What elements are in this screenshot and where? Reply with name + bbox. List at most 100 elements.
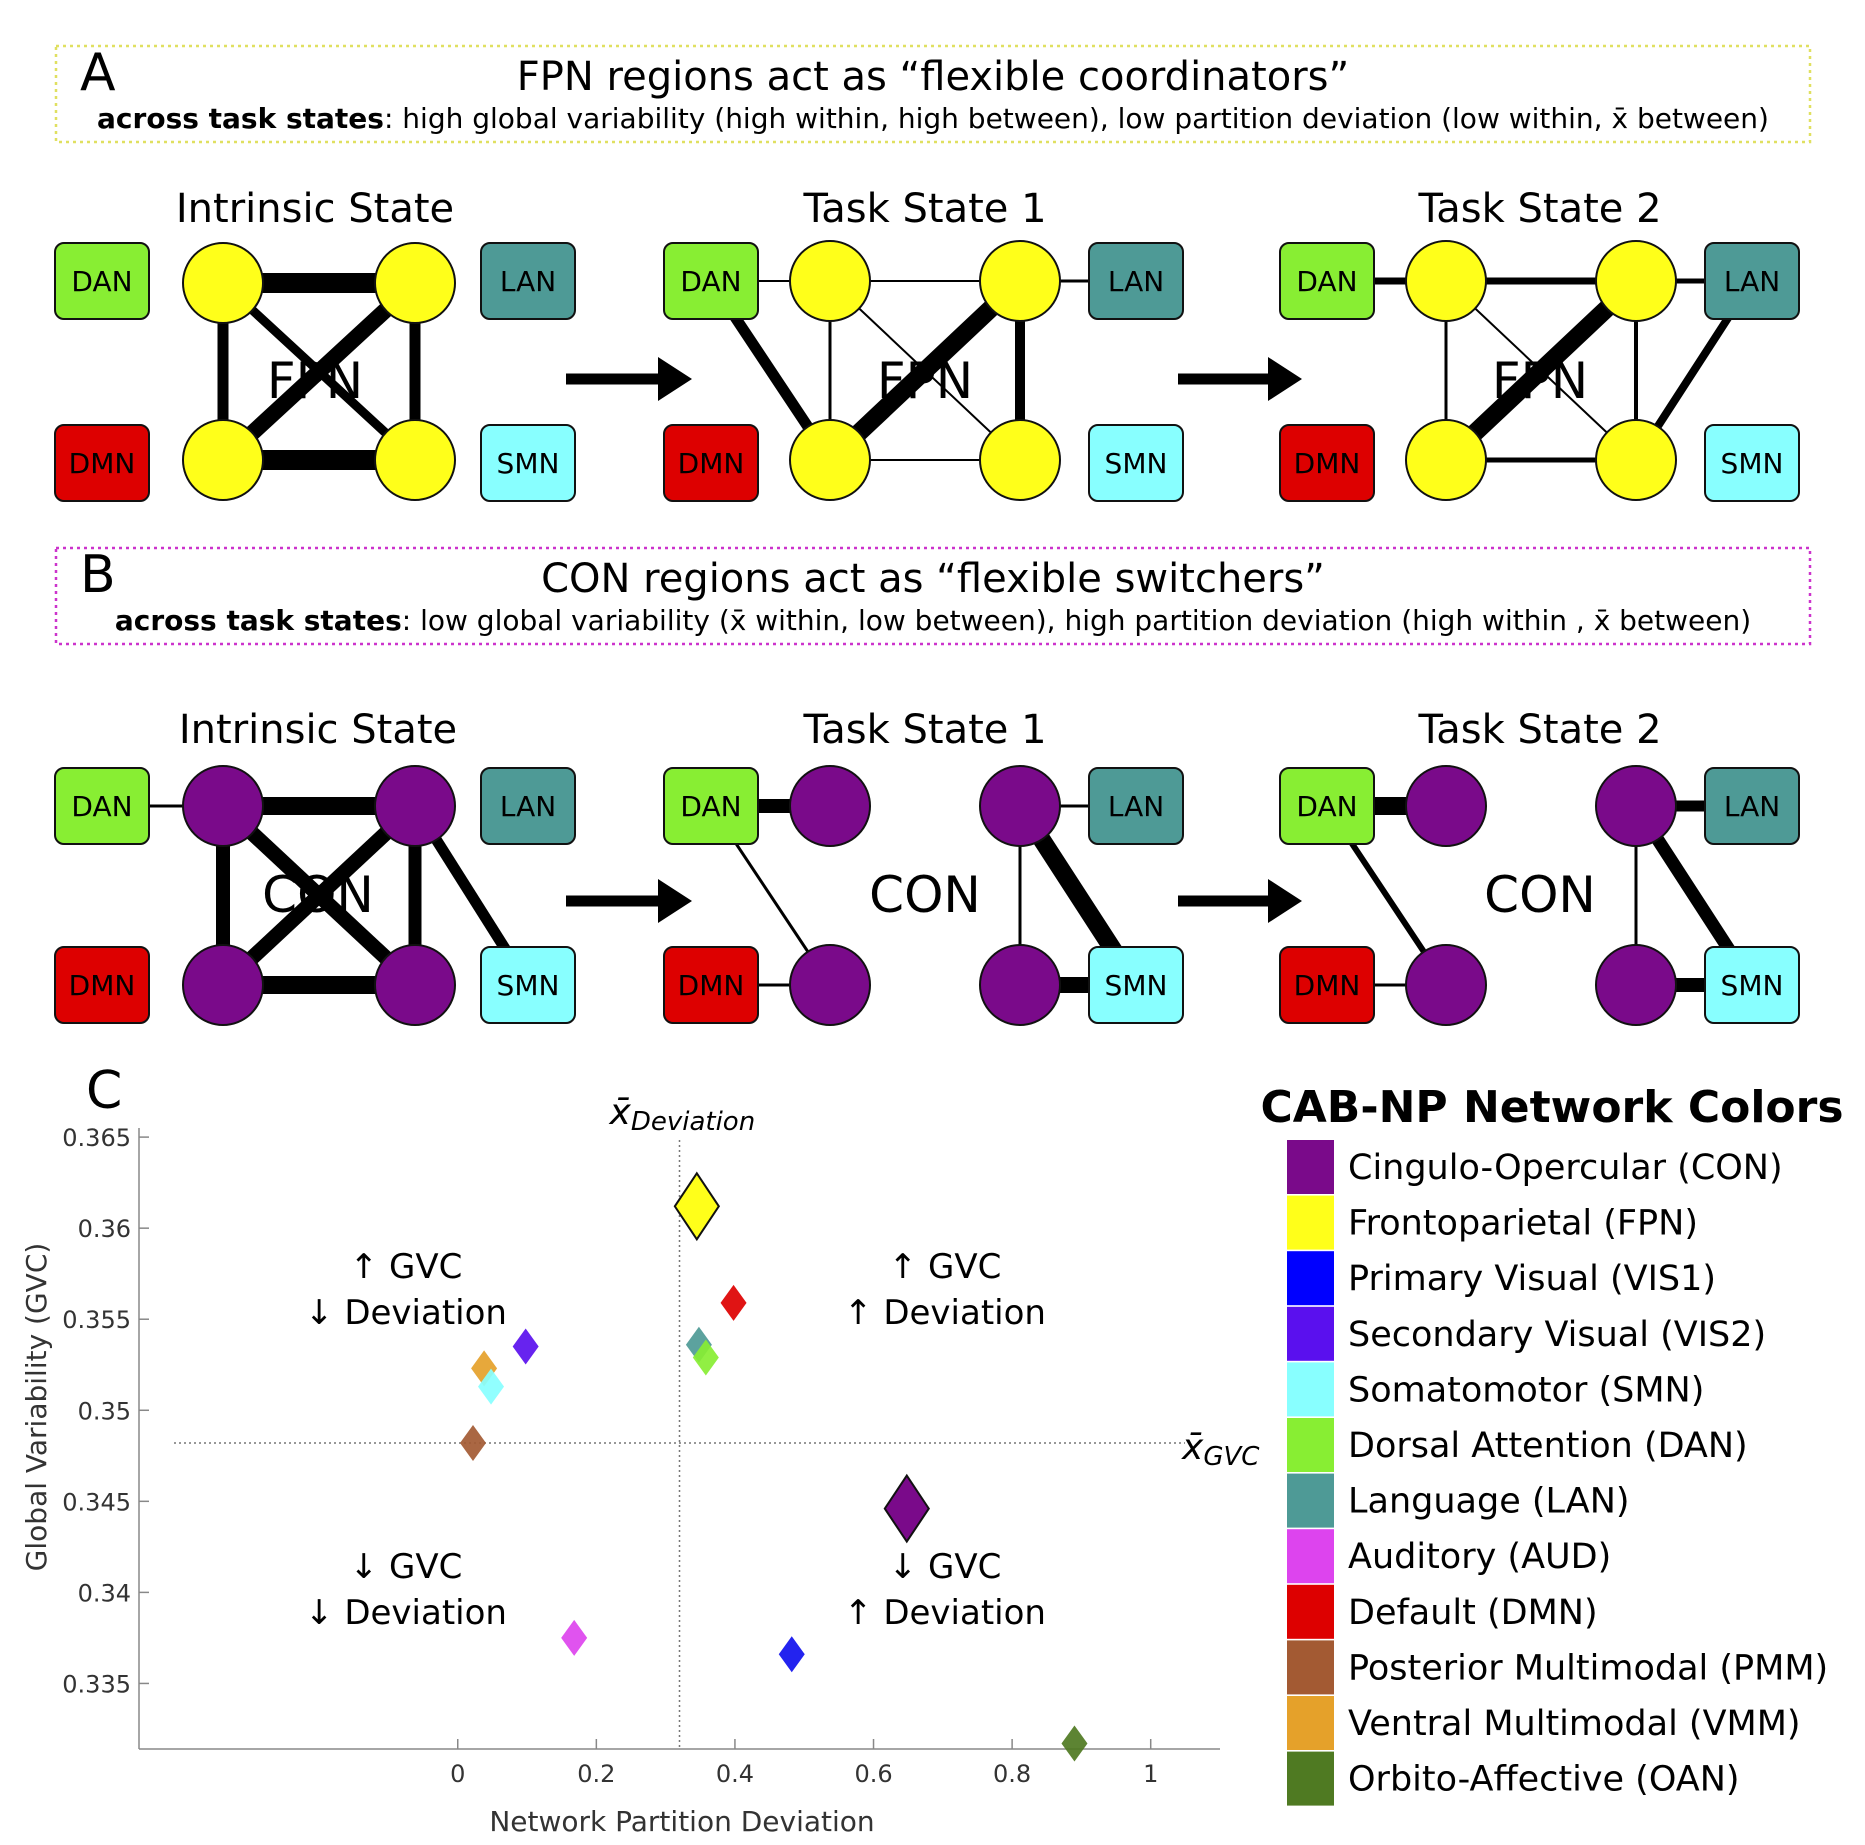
state-title: Task State 1 — [802, 707, 1046, 753]
legend-swatch — [1287, 1362, 1334, 1417]
y-tick-label: 0.335 — [62, 1670, 131, 1698]
state-arrow-head — [1268, 357, 1302, 401]
network-box-dmn: DMN — [54, 424, 150, 502]
panel-subtitle-bold: across task states — [97, 102, 384, 135]
network-box-label: DAN — [71, 790, 132, 823]
quadrant-label: ↑ GVC — [350, 1247, 463, 1287]
region-node — [1405, 765, 1487, 847]
state-arrow-head — [1268, 879, 1302, 923]
network-center-label: FPN — [877, 352, 973, 410]
network-box-rect — [1088, 946, 1184, 1024]
network-box-label: LAN — [1108, 790, 1164, 823]
network-center-label: FPN — [267, 352, 363, 410]
panel-subtitle: across task states: high global variabil… — [97, 102, 1769, 135]
data-point-dan — [692, 1339, 719, 1376]
region-node — [374, 944, 456, 1026]
region-node — [1405, 944, 1487, 1026]
mean-gvc-symbol: x̄ — [1181, 1427, 1204, 1468]
legend-swatch — [1287, 1584, 1334, 1639]
network-box-dmn: DMN — [54, 946, 150, 1024]
x-tick-label: 0.8 — [993, 1760, 1031, 1788]
legend-swatch — [1287, 1251, 1334, 1306]
network-box-dmn: DMN — [1279, 946, 1375, 1024]
network-box-rect — [480, 767, 576, 845]
mean-deviation-label: x̄Deviation — [609, 1092, 756, 1137]
data-point-oan — [1061, 1725, 1088, 1762]
network-box-rect — [480, 424, 576, 502]
network-box-lan: LAN — [1088, 767, 1184, 845]
network-box-rect — [1279, 946, 1375, 1024]
network-center-label: CON — [262, 866, 374, 924]
network-box-rect — [1088, 242, 1184, 320]
network-box-label: LAN — [500, 790, 556, 823]
panel-letter: B — [80, 545, 116, 605]
region-node — [182, 242, 264, 324]
state-arrow-head — [658, 357, 692, 401]
network-box-smn: SMN — [1704, 946, 1800, 1024]
network-box-rect — [54, 946, 150, 1024]
panel-b-box — [54, 546, 1812, 646]
network-box-smn: SMN — [1704, 424, 1800, 502]
panel-subtitle-bold: across task states — [115, 604, 402, 637]
legend-label: Primary Visual (VIS1) — [1348, 1259, 1716, 1299]
network-box-dan: DAN — [1279, 242, 1375, 320]
mean-gvc-subscript: GVC — [1203, 1442, 1260, 1472]
data-point-pmm — [460, 1425, 487, 1462]
data-point-vis2 — [512, 1328, 539, 1365]
region-node — [1595, 765, 1677, 847]
network-box-label: DAN — [1296, 790, 1357, 823]
mean-deviation-symbol: x̄ — [609, 1092, 632, 1133]
panel-title: CON regions act as “flexible switchers” — [541, 556, 1325, 602]
y-tick-label: 0.36 — [78, 1215, 131, 1243]
network-box-label: LAN — [1724, 265, 1780, 298]
legend-label: Cingulo-Opercular (CON) — [1348, 1148, 1783, 1188]
network-box-rect — [1704, 242, 1800, 320]
region-node — [1595, 419, 1677, 501]
network-box-dan: DAN — [663, 767, 759, 845]
region-node — [979, 765, 1061, 847]
state-title: Task State 1 — [802, 186, 1046, 232]
region-node — [374, 242, 456, 324]
panel-subtitle: across task states: low global variabili… — [115, 604, 1751, 637]
panel-letter: C — [86, 1061, 122, 1121]
state-title: Intrinsic State — [179, 707, 457, 753]
network-box-dan: DAN — [1279, 767, 1375, 845]
y-tick-label: 0.35 — [78, 1397, 131, 1425]
legend-label: Secondary Visual (VIS2) — [1348, 1315, 1766, 1355]
network-box-lan: LAN — [480, 767, 576, 845]
region-node — [789, 419, 871, 501]
network-center-label: FPN — [1492, 352, 1588, 410]
network-box-label: SMN — [1105, 447, 1168, 480]
legend-label: Auditory (AUD) — [1348, 1537, 1611, 1577]
network-box-rect — [1704, 767, 1800, 845]
network-box-lan: LAN — [1704, 242, 1800, 320]
mean-deviation-subscript: Deviation — [631, 1107, 755, 1137]
network-box-rect — [54, 242, 150, 320]
legend-swatch — [1287, 1306, 1334, 1361]
quadrant-label: ↓ Deviation — [305, 1293, 507, 1333]
network-box-smn: SMN — [1088, 946, 1184, 1024]
region-node — [182, 765, 264, 847]
region-node — [979, 240, 1061, 322]
data-point-smn — [478, 1368, 505, 1405]
region-node — [182, 419, 264, 501]
data-point-vis1 — [778, 1636, 805, 1673]
region-node — [789, 765, 871, 847]
data-point-fpn — [673, 1171, 721, 1242]
network-box-rect — [663, 242, 759, 320]
region-node — [374, 419, 456, 501]
y-axis-label: Global Variability (GVC) — [20, 1243, 53, 1572]
network-box-smn: SMN — [480, 424, 576, 502]
x-tick-label: 0.2 — [577, 1760, 615, 1788]
network-box-label: DMN — [678, 969, 745, 1002]
y-tick-label: 0.365 — [62, 1124, 131, 1152]
quadrant-label: ↑ Deviation — [844, 1293, 1046, 1333]
legend-swatch — [1287, 1529, 1334, 1584]
network-box-rect — [480, 946, 576, 1024]
network-box-label: SMN — [497, 969, 560, 1002]
panel-letter: A — [80, 43, 116, 103]
network-box-lan: LAN — [1088, 242, 1184, 320]
y-tick-label: 0.355 — [62, 1306, 131, 1334]
network-box-dan: DAN — [54, 242, 150, 320]
data-point-dmn — [720, 1284, 747, 1321]
